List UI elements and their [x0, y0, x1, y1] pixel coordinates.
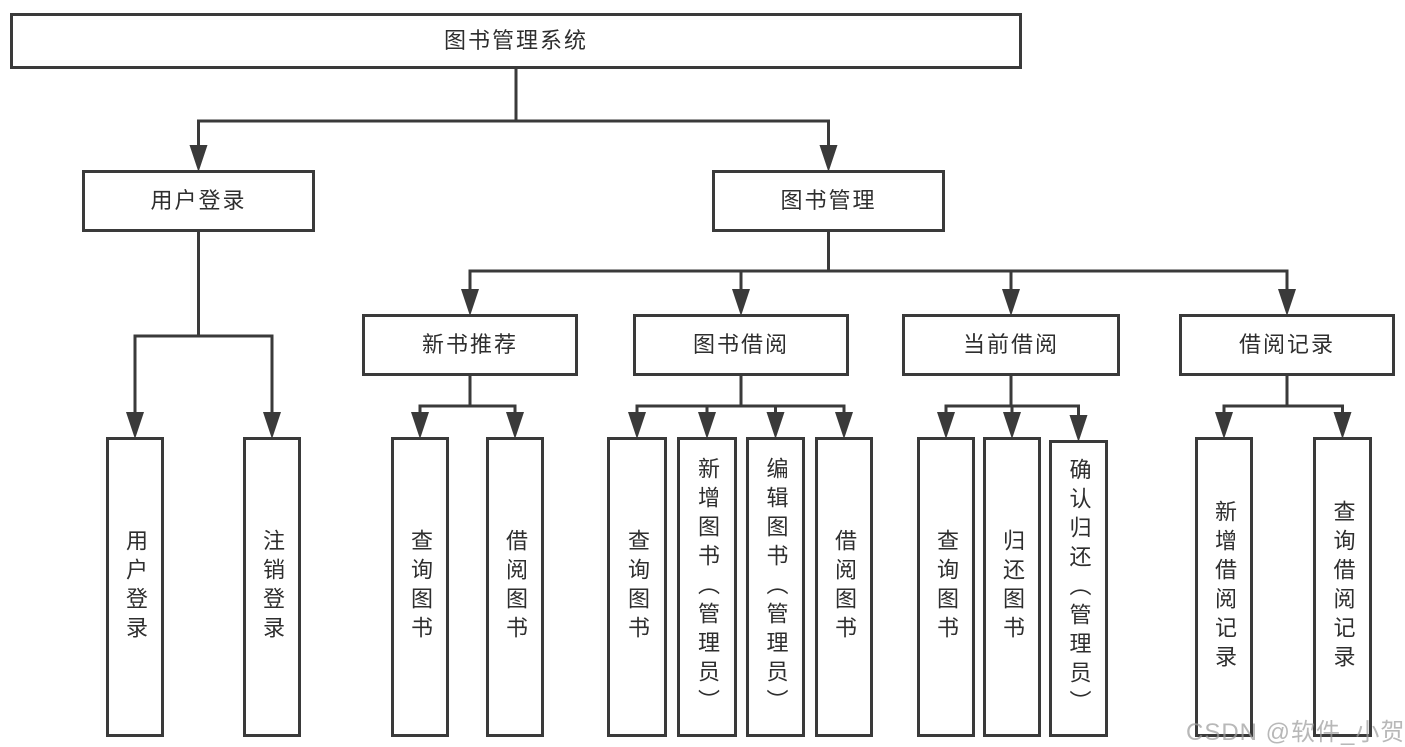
arrowhead [1278, 289, 1296, 316]
node-leaf-cb-return: 归还图书 [983, 437, 1041, 737]
node-leaf-bb-borrow: 借阅图书 [815, 437, 873, 737]
node-leaf-br-add: 新增借阅记录 [1195, 437, 1253, 737]
node-label: 查询图书 [408, 529, 433, 645]
node-leaf-nb-query: 查询图书 [391, 437, 449, 737]
node-leaf-cb-confirm: 确认归还（管理员） [1049, 440, 1108, 737]
node-label: 图书借阅 [692, 332, 789, 357]
arrowhead [698, 412, 716, 439]
node-label: 查询图书 [934, 529, 959, 645]
node-leaf-br-query: 查询借阅记录 [1313, 437, 1372, 737]
node-leaf-bb-add: 新增图书（管理员） [677, 437, 737, 737]
node-label: 当前借阅 [962, 332, 1059, 357]
arrowhead [766, 412, 785, 439]
node-label: 用户登录 [150, 188, 247, 213]
node-label: 查询图书 [625, 529, 650, 645]
arrowhead [819, 145, 838, 172]
node-label: 借阅记录 [1238, 332, 1335, 357]
node-current-borrow: 当前借阅 [902, 314, 1120, 376]
arrowhead [1003, 412, 1021, 439]
node-label: 借阅图书 [832, 529, 857, 645]
node-book-mgmt: 图书管理 [712, 170, 945, 232]
node-label: 借阅图书 [503, 529, 528, 645]
arrowhead [506, 412, 524, 439]
node-borrow-records: 借阅记录 [1179, 314, 1395, 376]
arrowhead [411, 412, 429, 439]
node-label: 注销登录 [260, 529, 285, 645]
arrowhead [628, 412, 646, 439]
node-user-login: 用户登录 [82, 170, 315, 232]
arrowhead [1333, 412, 1352, 439]
node-label: 图书管理 [780, 188, 877, 213]
arrowhead [835, 412, 853, 439]
arrowhead [189, 145, 208, 172]
node-leaf-ul-logout: 注销登录 [243, 437, 301, 737]
arrowhead [126, 412, 144, 439]
node-label: 归还图书 [1000, 529, 1025, 645]
node-label: 新书推荐 [421, 332, 518, 357]
arrowhead [937, 412, 955, 439]
node-label: 图书管理系统 [443, 28, 588, 53]
node-root: 图书管理系统 [10, 13, 1022, 69]
node-book-borrow: 图书借阅 [633, 314, 849, 376]
node-label: 新增图书（管理员） [695, 456, 720, 718]
node-leaf-cb-query: 查询图书 [917, 437, 975, 737]
node-label: 确认归还（管理员） [1066, 458, 1092, 719]
node-new-book-rec: 新书推荐 [362, 314, 578, 376]
arrowhead [732, 289, 750, 316]
node-leaf-ul-login: 用户登录 [106, 437, 164, 737]
watermark: CSDN @软件_小贺同学 [1186, 719, 1405, 746]
arrowhead [461, 289, 479, 316]
node-label: 查询借阅记录 [1330, 500, 1356, 674]
node-leaf-bb-edit: 编辑图书（管理员） [746, 437, 805, 737]
arrowhead [1215, 412, 1233, 439]
node-leaf-nb-borrow: 借阅图书 [486, 437, 544, 737]
arrowhead [1069, 415, 1088, 442]
node-leaf-bb-query: 查询图书 [607, 437, 667, 737]
arrowhead [263, 412, 281, 439]
node-label: 编辑图书（管理员） [763, 456, 789, 718]
node-label: 用户登录 [123, 529, 148, 645]
arrowhead [1002, 289, 1020, 316]
node-label: 新增借阅记录 [1212, 500, 1237, 674]
